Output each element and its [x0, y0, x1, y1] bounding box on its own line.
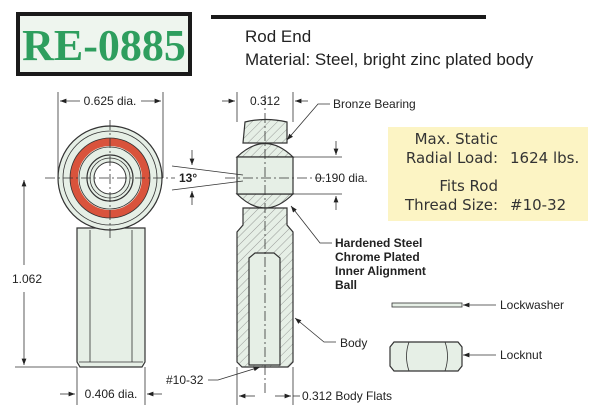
- ball-callout: Hardened Steel Chrome Plated Inner Align…: [335, 236, 426, 292]
- ball-label-line: Inner Alignment: [335, 264, 426, 278]
- ball-label-line: Hardened Steel: [335, 236, 422, 250]
- thread-label: Fits Rod: [439, 177, 498, 195]
- bore-diameter-dim: 0.190 dia.: [315, 171, 368, 185]
- thread-dim: #10-32: [166, 373, 204, 387]
- lockwasher-label: Lockwasher: [500, 298, 564, 312]
- locknut: [389, 341, 463, 372]
- shank-diameter-dim: 0.406 dia.: [85, 387, 138, 401]
- thread-label: Thread Size:: [404, 196, 498, 214]
- load-value: 1624 lbs.: [510, 149, 579, 167]
- part-number-box: RE-0885: [16, 12, 192, 76]
- header-rule: [211, 15, 486, 19]
- head-diameter-dim: 0.625 dia.: [84, 94, 137, 108]
- locknut-label: Locknut: [500, 348, 543, 362]
- body-label: Body: [340, 336, 367, 350]
- front-view: [45, 120, 175, 368]
- product-name: Rod End: [245, 27, 311, 46]
- threaded-bore: [248, 252, 281, 366]
- width-dim: 0.312: [250, 94, 280, 108]
- bronze-bearing-label: Bronze Bearing: [333, 97, 416, 111]
- ball-label-line: Chrome Plated: [335, 250, 420, 264]
- thread-value: #10-32: [510, 196, 566, 214]
- spec-box: Max. Static Radial Load: 1624 lbs. Fits …: [388, 127, 588, 221]
- load-label: Radial Load:: [406, 149, 498, 167]
- load-label: Max. Static: [415, 130, 498, 148]
- ball-label-line: Ball: [335, 278, 357, 292]
- material-description: Material: Steel, bright zinc plated body: [245, 50, 534, 69]
- lockwasher: [391, 302, 463, 308]
- angle-dim: 13°: [179, 171, 197, 185]
- length-dim: 1.062: [12, 272, 42, 286]
- side-view: [225, 95, 330, 395]
- body-flats-dim: 0.312 Body Flats: [302, 389, 392, 403]
- part-number: RE-0885: [22, 21, 186, 70]
